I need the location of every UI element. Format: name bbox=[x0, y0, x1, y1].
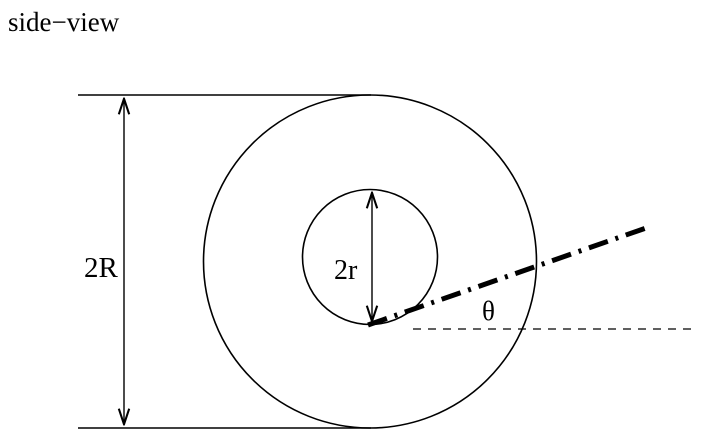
inner-diameter-label: 2r bbox=[334, 255, 358, 286]
angle-label: θ bbox=[482, 296, 495, 326]
diagram-title: side−view bbox=[8, 7, 120, 37]
inner-circle bbox=[301, 188, 439, 326]
outer-diameter-label: 2R bbox=[84, 252, 119, 284]
outer-circle bbox=[202, 94, 538, 429]
string-line bbox=[367, 225, 647, 328]
